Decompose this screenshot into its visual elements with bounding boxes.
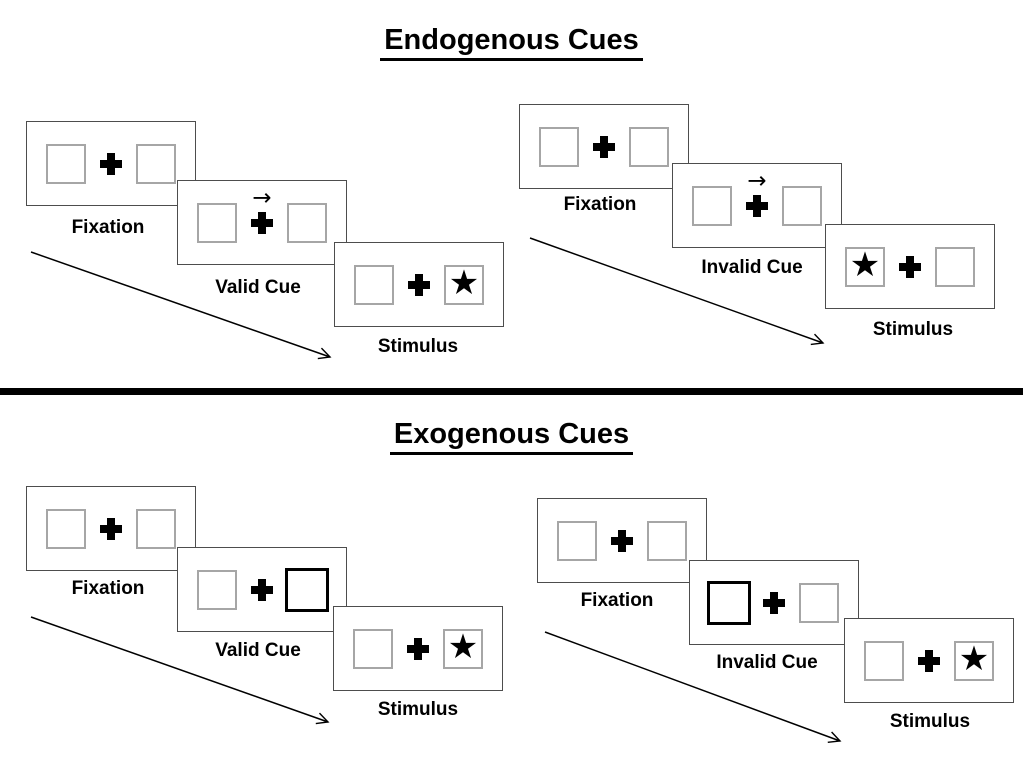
fixation-cross-icon — [611, 529, 633, 552]
fixation-cross-icon — [407, 637, 429, 660]
fixation-cross-wrap — [407, 273, 431, 297]
panel-label: Stimulus — [377, 699, 459, 720]
section-title-endogenous: Endogenous Cues — [0, 24, 1023, 61]
box-content: ★ — [958, 639, 990, 679]
right-box-cued — [285, 567, 329, 612]
fixation-cross-wrap — [898, 255, 922, 279]
panel-fixation — [519, 104, 689, 189]
timeline-arrow-exogenous-invalid — [544, 631, 842, 744]
panel-valid-cue — [177, 547, 347, 632]
fixation-cross-wrap: → — [250, 186, 274, 235]
fixation-cross-wrap — [406, 637, 430, 661]
cue-arrow-icon: → — [747, 167, 767, 194]
left-box — [539, 126, 579, 167]
fixation-cross-icon — [899, 255, 921, 278]
fixation-cross-icon — [251, 578, 273, 601]
right-box — [782, 185, 822, 226]
panel-stimulus: ★ — [825, 224, 995, 309]
left-box — [557, 520, 597, 561]
right-box — [287, 202, 327, 243]
section-title-text: Endogenous Cues — [380, 24, 643, 61]
fixation-cross-icon — [100, 152, 122, 175]
panel-label: Stimulus — [889, 711, 971, 732]
section-divider — [0, 388, 1023, 395]
box-content: ★ — [849, 245, 881, 285]
box-content: ★ — [448, 263, 480, 303]
right-box: ★ — [954, 639, 994, 681]
right-box: ★ — [443, 627, 483, 669]
panel-label: Valid Cue — [215, 640, 301, 661]
panel-label: Stimulus — [377, 336, 459, 357]
box-content: ★ — [447, 627, 479, 667]
left-box: ★ — [845, 245, 885, 287]
right-box — [629, 126, 669, 167]
left-box — [864, 640, 904, 681]
fixation-cross-wrap — [610, 529, 634, 553]
left-box — [354, 264, 394, 305]
fixation-cross-wrap — [99, 152, 123, 176]
left-box — [46, 508, 86, 549]
left-box — [692, 185, 732, 226]
timeline-arrow-endogenous-valid — [30, 251, 332, 360]
timeline-arrow-endogenous-invalid — [529, 237, 825, 346]
right-box — [647, 520, 687, 561]
fixation-cross-icon — [918, 649, 940, 672]
right-box — [136, 143, 176, 184]
panel-label: Fixation — [71, 578, 145, 599]
right-box: ★ — [444, 263, 484, 305]
panel-invalid-cue — [689, 560, 859, 645]
left-box — [46, 143, 86, 184]
fixation-cross-wrap — [917, 649, 941, 673]
section-title-exogenous: Exogenous Cues — [0, 418, 1023, 455]
fixation-cross-icon — [593, 135, 615, 158]
fixation-cross-icon — [746, 194, 768, 217]
panel-stimulus: ★ — [333, 606, 503, 691]
panel-invalid-cue: → — [672, 163, 842, 248]
panel-fixation — [537, 498, 707, 583]
panel-fixation — [26, 486, 196, 571]
fixation-cross-icon — [763, 591, 785, 614]
panel-label: Fixation — [563, 194, 637, 215]
fixation-cross-wrap — [99, 517, 123, 541]
section-title-text: Exogenous Cues — [389, 418, 634, 455]
panel-stimulus: ★ — [334, 242, 504, 327]
right-box — [136, 508, 176, 549]
panel-label: Valid Cue — [215, 277, 301, 298]
fixation-cross-wrap — [592, 135, 616, 159]
panel-fixation — [26, 121, 196, 206]
fixation-cross-icon — [251, 211, 273, 234]
panel-label: Fixation — [580, 590, 654, 611]
fixation-cross-wrap — [762, 591, 786, 615]
fixation-cross-icon — [100, 517, 122, 540]
fixation-cross-icon — [408, 273, 430, 296]
fixation-cross-wrap — [250, 578, 274, 602]
left-box — [197, 202, 237, 243]
fixation-cross-wrap: → — [745, 169, 769, 218]
timeline-arrow-exogenous-valid — [30, 616, 330, 725]
panel-stimulus: ★ — [844, 618, 1014, 703]
panel-label: Fixation — [71, 217, 145, 238]
left-box — [353, 628, 393, 669]
panel-label: Invalid Cue — [716, 652, 818, 673]
panel-label: Stimulus — [872, 319, 954, 340]
right-box — [799, 582, 839, 623]
left-box — [197, 569, 237, 610]
left-box-cued — [707, 580, 751, 625]
panel-label: Invalid Cue — [701, 257, 803, 278]
cue-arrow-icon: → — [252, 184, 272, 211]
right-box — [935, 246, 975, 287]
panel-valid-cue: → — [177, 180, 347, 265]
